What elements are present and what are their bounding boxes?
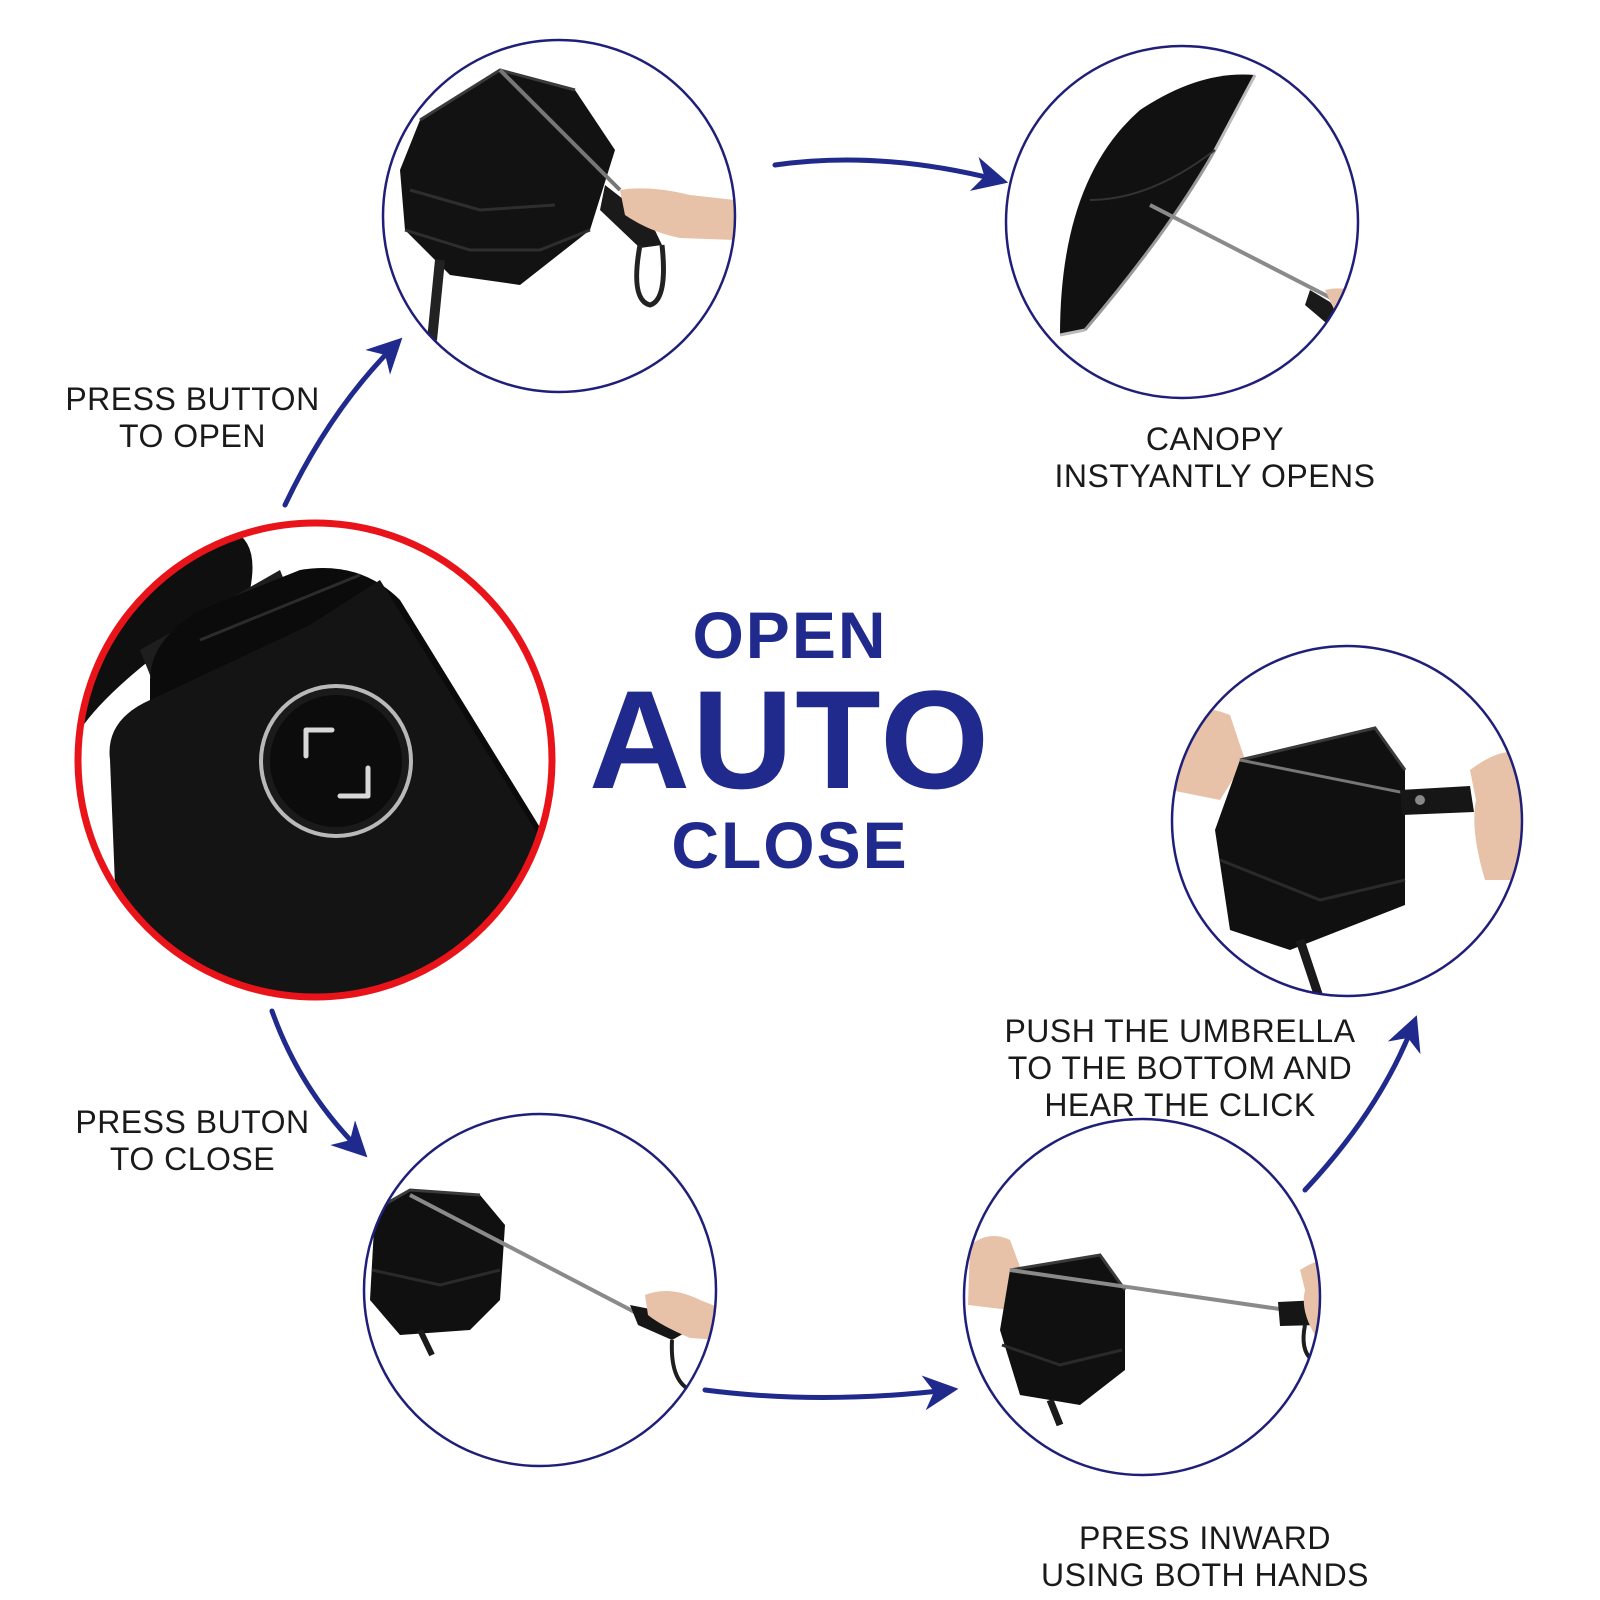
label-press-inward: PRESS INWARD USING BOTH HANDS (1010, 1520, 1400, 1594)
step-push-bottom (1170, 644, 1524, 998)
arrow-close-to-inward (702, 1375, 959, 1411)
title-open: OPEN (692, 598, 888, 672)
arrow-press-to-folded (282, 337, 403, 508)
title-close: CLOSE (671, 808, 909, 882)
label-line: PRESS BUTON (75, 1104, 310, 1140)
label-line: HEAR THE CLICK (1044, 1087, 1316, 1123)
label-line: PRESS BUTTON (65, 381, 320, 417)
handle-button-icon (78, 530, 552, 997)
label-line: TO THE BOTTOM AND (1007, 1050, 1353, 1086)
hand-icon (645, 1291, 716, 1340)
hand-icon (1300, 1260, 1320, 1335)
step-closing-umbrella (362, 1112, 718, 1468)
label-line: PUSH THE UMBRELLA (1004, 1013, 1356, 1049)
hand-icon (1470, 752, 1522, 880)
step-press-inward (962, 1117, 1322, 1477)
open-umbrella-icon (1059, 74, 1358, 337)
step-handle-button (74, 519, 556, 1001)
label-line: USING BOTH HANDS (1040, 1557, 1370, 1593)
step-open-umbrella (1004, 44, 1360, 400)
folded-umbrella-icon (400, 68, 735, 341)
label-canopy-opens: CANOPY INSTYANTLY OPENS (1035, 421, 1395, 495)
label-press-button-close: PRESS BUTON TO CLOSE (40, 1104, 345, 1178)
title-auto: AUTO (588, 661, 992, 818)
label-line: TO CLOSE (109, 1141, 276, 1177)
label-push-umbrella: PUSH THE UMBRELLA TO THE BOTTOM AND HEAR… (980, 1013, 1380, 1124)
label-line: PRESS INWARD (1079, 1520, 1331, 1556)
arrow-inward-to-push (1302, 1015, 1421, 1193)
step-folded-umbrella (381, 38, 737, 394)
label-line: TO OPEN (119, 418, 266, 454)
label-line: CANOPY (1145, 421, 1285, 457)
label-press-button-open: PRESS BUTTON TO OPEN (40, 381, 345, 455)
label-line: INSTYANTLY OPENS (1054, 458, 1376, 494)
arrow-press-to-close (269, 1008, 368, 1158)
hand-icon (620, 188, 735, 240)
arrow-folded-to-open (772, 157, 1009, 191)
